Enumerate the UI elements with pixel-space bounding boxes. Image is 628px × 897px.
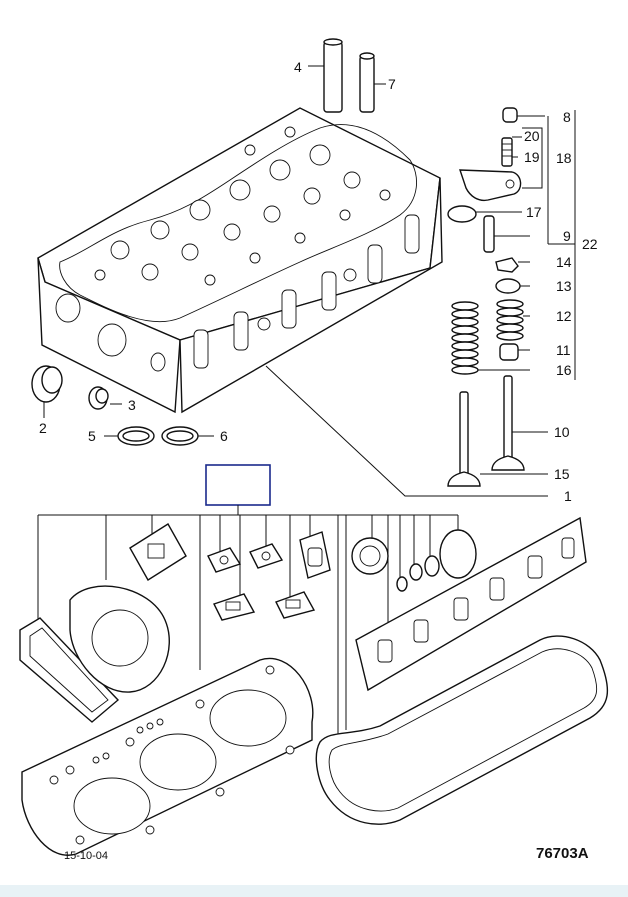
gasket-rocker-cover bbox=[315, 635, 609, 825]
footer-date: 15-10-04 bbox=[64, 850, 108, 862]
callout-1: 1 bbox=[564, 488, 572, 504]
callout-12: 12 bbox=[556, 308, 572, 324]
callout-17: 17 bbox=[526, 204, 542, 220]
valve-spring-12 bbox=[496, 299, 524, 341]
head-ports bbox=[94, 126, 391, 286]
o-rings bbox=[396, 529, 477, 592]
gasket-round-flange bbox=[351, 537, 389, 575]
part-5-seal bbox=[104, 426, 155, 446]
callout-labels: 1 2 3 4 5 6 7 8 9 10 11 12 13 14 15 15 1… bbox=[39, 59, 598, 504]
part-7-guide bbox=[359, 52, 386, 113]
bottom-bar bbox=[0, 885, 628, 897]
valve-train bbox=[265, 107, 576, 497]
callout-15-lower: 15 bbox=[554, 466, 570, 482]
cylinder-head bbox=[37, 107, 443, 414]
callout-10: 10 bbox=[554, 424, 570, 440]
part-3-plug bbox=[88, 386, 122, 410]
callout-8: 8 bbox=[563, 109, 571, 125]
callout-13: 13 bbox=[556, 278, 572, 294]
callout-11: 11 bbox=[556, 342, 571, 358]
gasket-timing-cover bbox=[69, 585, 170, 693]
gasket-manifold bbox=[355, 516, 587, 692]
callout-3: 3 bbox=[128, 397, 136, 413]
callout-19: 19 bbox=[524, 149, 540, 165]
gasket-small-c bbox=[213, 593, 256, 621]
callout-20: 20 bbox=[524, 128, 540, 144]
gasket-front-cover bbox=[19, 617, 120, 723]
callout-6: 6 bbox=[220, 428, 228, 444]
valve-left bbox=[447, 391, 481, 487]
callout-5: 5 bbox=[88, 428, 96, 444]
gasket-thermostat bbox=[299, 531, 331, 579]
callout-7: 7 bbox=[388, 76, 396, 92]
part-2-plug bbox=[31, 365, 63, 418]
head-side-ports bbox=[193, 214, 420, 369]
gasket-cylinder-head bbox=[21, 657, 314, 856]
callout-2: 2 bbox=[39, 420, 47, 436]
valve-spring-16 bbox=[451, 301, 479, 375]
highlight-box bbox=[205, 464, 271, 506]
callout-18: 18 bbox=[556, 150, 572, 166]
gasket-small-a bbox=[207, 547, 242, 573]
callout-4: 4 bbox=[294, 59, 302, 75]
footer-reference: 76703A bbox=[536, 845, 589, 862]
callout-14: 14 bbox=[556, 254, 572, 270]
part-6-seal bbox=[161, 426, 214, 446]
valve-right bbox=[491, 375, 525, 471]
callout-22: 22 bbox=[582, 236, 598, 252]
gasket-water-outlet bbox=[129, 523, 187, 581]
gasket-small-d bbox=[275, 591, 316, 619]
gasket-small-b bbox=[249, 543, 284, 569]
head-front-holes bbox=[55, 293, 166, 372]
callout-9: 9 bbox=[563, 228, 571, 244]
part-4-guide bbox=[308, 38, 343, 113]
callout-16: 16 bbox=[556, 362, 572, 378]
